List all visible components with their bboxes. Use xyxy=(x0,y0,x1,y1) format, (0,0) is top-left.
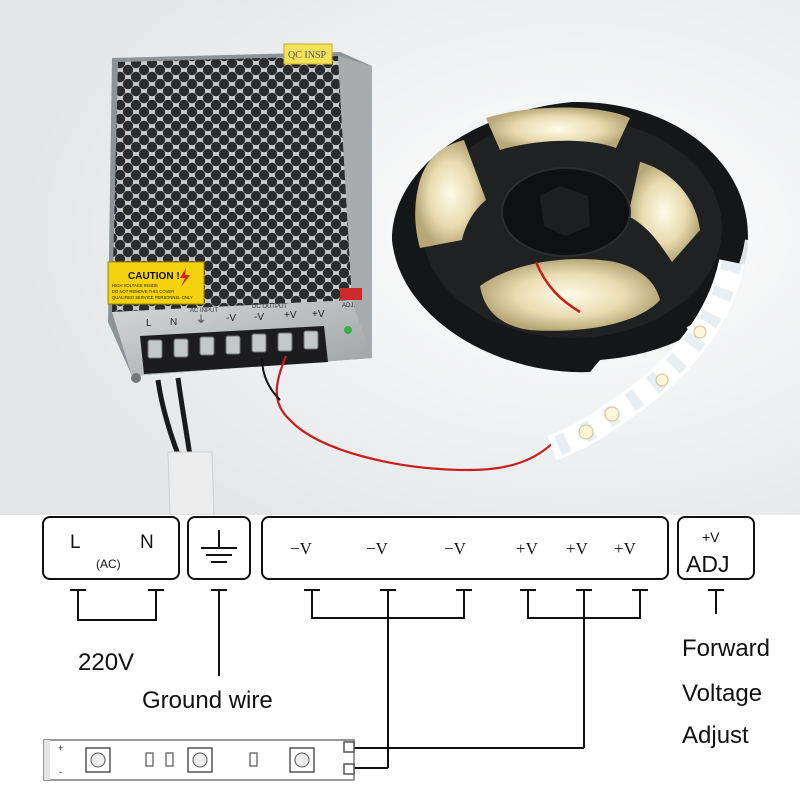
qc-sticker-text: QC INSP xyxy=(288,50,327,61)
led-chip-1 xyxy=(85,747,111,773)
ground-symbol-icon xyxy=(201,530,237,563)
high-voltage-icon xyxy=(180,268,190,287)
terminal-label-minus-2: -V xyxy=(254,312,264,323)
psu-vent-grille xyxy=(112,56,352,312)
adj-label-plate xyxy=(340,288,362,300)
caution-title: CAUTION ! xyxy=(128,271,180,282)
power-led-icon xyxy=(344,326,352,334)
qc-sticker xyxy=(283,43,333,65)
led-window-top xyxy=(486,107,630,150)
product-photo: QC INSP CAUTION ! HIGH VOLTAGE INSIDE DO… xyxy=(0,0,800,515)
led-window-right xyxy=(628,162,700,262)
ac-type-label: (AC) xyxy=(96,557,121,571)
voltage-label: Voltage xyxy=(682,680,762,707)
resistor-3 xyxy=(249,752,258,767)
led-strip-tail xyxy=(547,259,745,461)
resistor-1 xyxy=(145,752,154,767)
ground-box xyxy=(187,516,251,580)
adj-label-diagram: ADJ xyxy=(686,551,729,577)
terminal-label-l: L xyxy=(146,318,152,329)
led-window-bottom xyxy=(480,259,660,331)
power-supply: QC INSP CAUTION ! HIGH VOLTAGE INSIDE DO… xyxy=(107,43,372,383)
ac-input-label: AC INPUT xyxy=(190,308,218,314)
terminal-label-plus-2: +V xyxy=(312,309,325,320)
caution-line-1: HIGH VOLTAGE INSIDE xyxy=(112,283,158,288)
output-minus-1: −V xyxy=(290,539,313,558)
caution-line-3: QUALIFIED SERVICE PERSONNEL ONLY xyxy=(112,295,193,300)
output-minus-3: −V xyxy=(444,539,467,558)
dc-output-label: DC OUTPUT xyxy=(252,304,287,310)
adj-plus-v-label: +V xyxy=(702,529,720,545)
voltage-220v-label: 220V xyxy=(78,649,134,676)
output-minus-2: −V xyxy=(366,539,389,558)
strip-minus-label: - xyxy=(59,767,62,777)
output-plus-1: +V xyxy=(516,539,539,558)
wiring-diagram: + - L N (AC) −V −V −V +V +V +V +V ADJ 22… xyxy=(42,516,770,781)
led-window-left xyxy=(415,140,486,248)
led-strip-reel xyxy=(392,100,751,373)
adj-box xyxy=(677,516,755,580)
adj-label: ADJ. xyxy=(342,303,355,309)
output-wire-black xyxy=(261,357,281,401)
terminal-label-minus-1: -V xyxy=(226,313,236,324)
ac-input-box xyxy=(42,516,180,580)
ac-l-label: L xyxy=(70,532,81,553)
terminal-label-ground: ⏚ xyxy=(196,314,206,326)
terminal-label-n: N xyxy=(170,317,177,328)
adjust-label: Adjust xyxy=(682,722,749,749)
positive-bus xyxy=(527,590,641,748)
output-plus-3: +V xyxy=(614,539,637,558)
output-terminals-box xyxy=(261,516,669,580)
output-plus-2: +V xyxy=(566,539,589,558)
led-strip-diagram: + - xyxy=(43,739,355,781)
ac-n-label: N xyxy=(140,532,154,553)
caution-line-2: DO NOT REMOVE THIS COVER xyxy=(112,289,174,294)
ground-wire-label: Ground wire xyxy=(142,687,273,714)
terminal-label-plus-1: +V xyxy=(284,310,297,321)
ac-leads xyxy=(77,590,157,621)
negative-bus xyxy=(311,590,465,768)
resistor-2 xyxy=(165,752,174,767)
input-cable-sheath xyxy=(167,451,215,515)
forward-label: Forward xyxy=(682,635,770,662)
caution-label xyxy=(107,261,205,305)
strip-plus-label: + xyxy=(58,743,63,753)
